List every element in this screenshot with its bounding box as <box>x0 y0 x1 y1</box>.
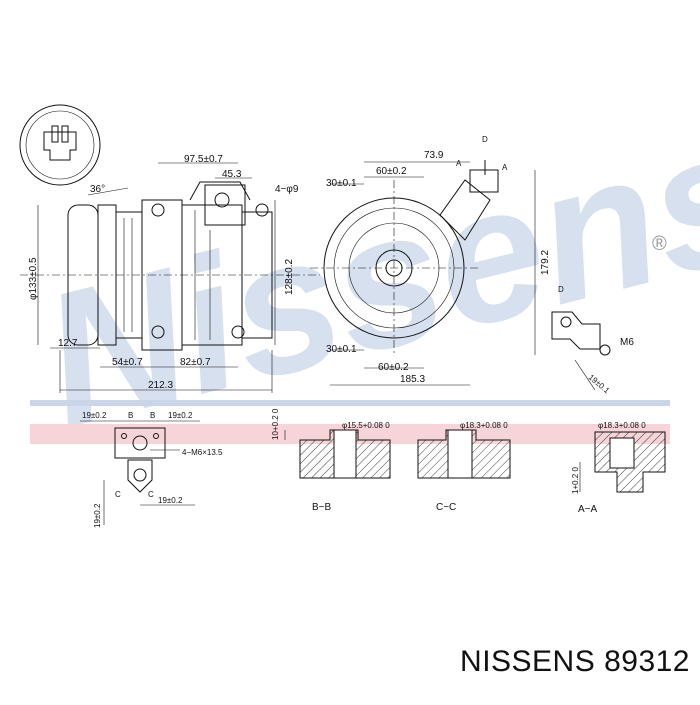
det-19-right: 19±0.2 <box>168 411 193 420</box>
dim-73-9: 73.9 <box>424 150 444 161</box>
registered-mark: ® <box>652 233 667 255</box>
sec-10: 10+0.2 0 <box>271 408 280 440</box>
det-m6: 4−M6×13.5 <box>182 448 223 457</box>
det-b2: B <box>150 411 155 420</box>
sec-b-15-5: φ15.5+0.08 0 <box>342 421 390 430</box>
det-c2: C <box>148 490 154 499</box>
label-d-top: D <box>482 135 488 144</box>
det-19-vertical: 19±0.2 <box>93 503 102 528</box>
connector-view <box>19 104 101 186</box>
dim-60-bot: 60±0.2 <box>378 362 409 373</box>
dim-angle-36: 36° <box>90 184 105 195</box>
sec-a-18-3: φ18.3+0.08 0 <box>598 421 646 430</box>
dim-45-3: 45.3 <box>222 169 242 180</box>
det-19-bottom: 19±0.2 <box>158 496 183 505</box>
caption-a-a: A−A <box>578 504 598 515</box>
dim-185-3: 185.3 <box>400 374 425 385</box>
dim-19-side: 19±0.1 <box>587 373 612 396</box>
fitting-detail-d <box>551 311 611 391</box>
dim-30-bot: 30±0.1 <box>326 344 357 355</box>
dim-holes: 4−φ9 <box>275 184 299 195</box>
dim-12-7: 12.7 <box>58 338 78 349</box>
sec-c-18-3: φ18.3+0.08 0 <box>460 421 508 430</box>
section-c-c <box>417 429 511 479</box>
product-label: NISSENS 89312 <box>460 645 690 678</box>
label-d-side: D <box>558 285 564 294</box>
dim-54: 54±0.7 <box>112 357 143 368</box>
caption-c-c: C−C <box>436 502 456 513</box>
section-a-a <box>579 431 666 493</box>
compressor-front-view <box>310 160 536 386</box>
dim-60-top: 60±0.2 <box>376 166 407 177</box>
watermark-band-top <box>30 400 670 406</box>
label-a-right: A <box>502 163 508 172</box>
dim-128: 128±0.2 <box>284 258 295 295</box>
dim-82: 82±0.7 <box>180 357 211 368</box>
det-19-left: 19±0.2 <box>82 411 107 420</box>
dim-m6: M6 <box>620 337 634 348</box>
section-b-b <box>284 429 391 479</box>
dim-30-top: 30±0.1 <box>326 178 357 189</box>
flange-detail <box>80 420 200 525</box>
watermark-text: Nissens <box>24 86 700 468</box>
label-a-left: A <box>456 159 462 168</box>
det-c1: C <box>115 490 121 499</box>
compressor-side-view <box>20 162 320 393</box>
watermark: Nissens <box>24 86 700 468</box>
dim-phi133: φ133±0.5 <box>28 257 39 300</box>
det-b1: B <box>128 411 133 420</box>
dim-179-2: 179.2 <box>540 250 551 275</box>
sec-1: 1+0.2 0 <box>571 467 580 494</box>
dim-212-3: 212.3 <box>148 380 173 391</box>
dim-97-5: 97.5±0.7 <box>184 154 223 165</box>
caption-b-b: B−B <box>312 502 332 513</box>
